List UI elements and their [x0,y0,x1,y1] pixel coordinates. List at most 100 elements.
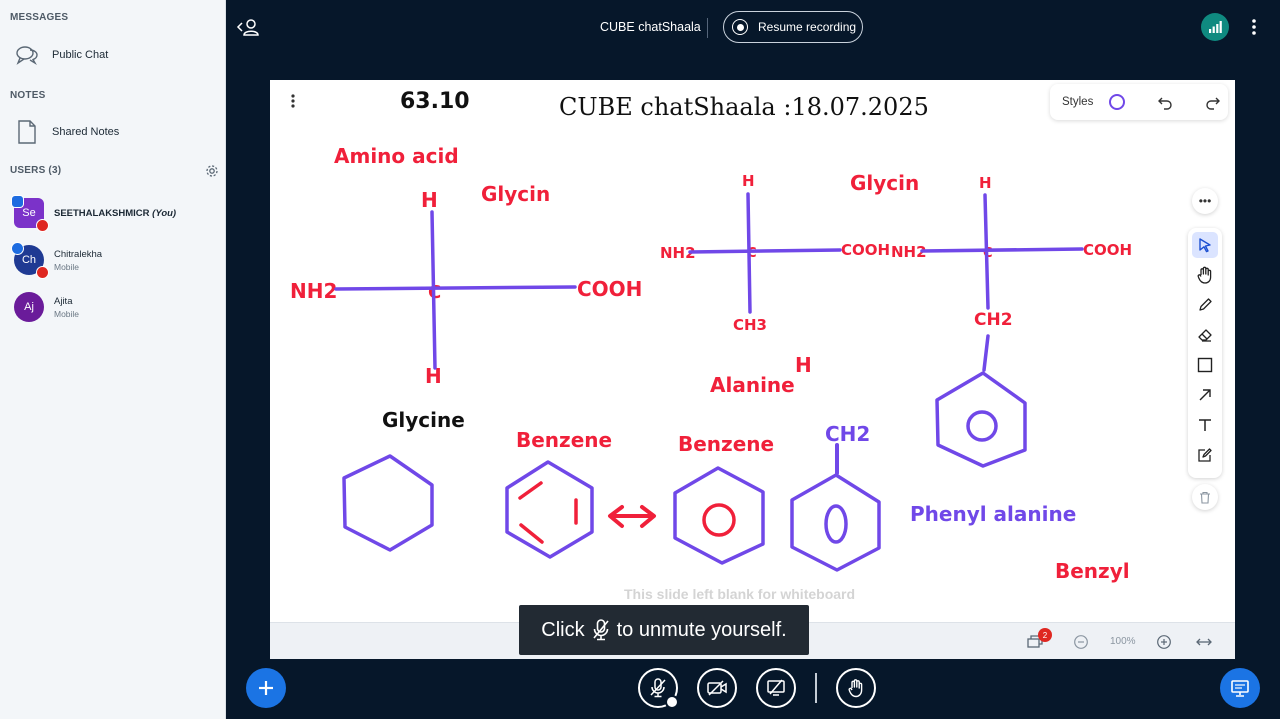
resonance-arrow [608,505,656,528]
select-tool-icon[interactable] [1192,232,1218,258]
aromatic-circle [966,410,998,442]
amino-group-label: NH2 [891,243,927,261]
amino-group-label: NH2 [660,244,696,262]
bond-line [688,248,842,254]
text-tool-icon[interactable] [1192,412,1218,438]
carbon-label: C [747,246,757,261]
hydrogen-label: H [795,353,812,377]
blank-slide-note: This slide left blank for whiteboard [624,586,856,602]
carboxyl-label: COOH [841,241,890,259]
zoom-in-icon[interactable] [1156,634,1172,650]
avatar: Se [11,195,49,232]
top-bar: CUBE chatShaala Resume recording [226,0,1280,56]
bond-line [920,247,1084,253]
undo-icon[interactable] [1156,92,1176,112]
notes-heading: NOTES [10,90,46,101]
hand-tool-icon[interactable] [1192,262,1218,288]
trash-icon[interactable] [1192,484,1218,510]
phenyl-alanine-label: Phenyl alanine [910,502,1076,526]
methyl-label: CH3 [733,316,767,334]
messages-heading: MESSAGES [10,12,69,23]
note-tool-icon[interactable] [1192,442,1218,468]
actions-button[interactable] [246,668,286,708]
user-item-seethalakshmicr[interactable]: Se SEETHALAKSHMICR (You) [11,195,214,232]
user-back-icon[interactable] [236,16,260,38]
eraser-icon[interactable] [1192,322,1218,348]
user-device: Mobile [54,308,80,319]
unmute-toast: Click to unmute yourself. [519,605,809,655]
avatar-initials: Ch [21,254,37,266]
bond-line [982,334,990,372]
vertical-dots-icon[interactable] [1246,14,1262,40]
alanine-label: Alanine [710,373,795,397]
hydrogen-label: H [979,174,992,192]
color-swatch-button[interactable] [1109,94,1125,110]
redo-icon[interactable] [1202,92,1222,112]
unmute-button[interactable] [638,668,679,709]
presentation-icon [1231,680,1249,697]
zoom-out-icon[interactable] [1073,634,1089,650]
presenter-icon [11,195,24,208]
chat-bubbles-icon [14,42,40,68]
document-icon [14,119,40,145]
muted-mic-icon [591,618,611,642]
bond-line [430,210,437,370]
avatar: Ch [11,242,49,279]
methylene-label: CH2 [974,310,1013,330]
record-icon [732,19,748,35]
muted-badge-icon [36,219,49,232]
resume-recording-button[interactable]: Resume recording [723,11,863,43]
user-item-ajita[interactable]: Aj Ajita Mobile [14,290,214,324]
drawing-toolbar [1188,228,1222,478]
meeting-title: CUBE chatShaala [600,20,701,34]
public-chat-item[interactable]: Public Chat [14,40,214,70]
controls-divider [815,673,817,703]
plus-icon [259,681,273,695]
muted-badge-icon [36,266,49,279]
muted-mic-icon [650,678,666,698]
whiteboard[interactable]: 63.10 CUBE chatShaala :18.07.2025 Amino … [270,80,1235,659]
audio-options-icon[interactable] [665,695,679,709]
aromatic-circle [824,504,848,544]
benzene-label: Benzene [678,432,774,456]
avatar: Aj [14,292,44,322]
vertical-dots-icon[interactable] [284,92,302,110]
user-name: SEETHALAKSHMICR (You) [54,207,177,219]
fit-width-icon[interactable] [1195,634,1213,650]
zoom-level: 100% [1110,636,1136,647]
more-tools-button[interactable]: ••• [1192,188,1218,214]
presentation-button[interactable] [1220,668,1260,708]
raise-hand-button[interactable] [836,668,876,708]
join-video-button[interactable] [697,668,737,708]
pencil-icon[interactable] [1192,292,1218,318]
benzene-label: Benzene [516,428,612,452]
shared-notes-item[interactable]: Shared Notes [14,117,214,147]
avatar-initials: Aj [24,301,34,313]
glycin-label: Glycin [481,182,550,206]
screen-share-off-icon [767,679,785,696]
styles-panel: Styles [1050,84,1228,120]
video-off-icon [707,680,727,696]
hydrogen-label: H [425,364,442,388]
benzene-ring [790,473,881,572]
methylene-label: CH2 [825,422,870,446]
arrow-tool-icon[interactable] [1192,382,1218,408]
double-bond [519,523,544,544]
user-item-chitralekha[interactable]: Ch Chitralekha Mobile [11,242,214,279]
benzyl-label: Benzyl [1055,559,1130,583]
rectangle-tool-icon[interactable] [1192,352,1218,378]
share-screen-button[interactable] [756,668,796,708]
connection-status-button[interactable] [1201,13,1229,41]
public-chat-label: Public Chat [52,49,109,61]
layers-count-badge: 2 [1038,628,1052,642]
whiteboard-drawing: 63.10 CUBE chatShaala :18.07.2025 Amino … [290,89,1132,583]
styles-label: Styles [1062,96,1094,108]
title-divider [707,18,708,38]
slide-number: 63.10 [400,89,470,114]
gear-icon[interactable] [205,164,219,178]
carboxyl-label: COOH [577,277,642,301]
shared-notes-label: Shared Notes [52,126,120,138]
sidebar: MESSAGES Public Chat NOTES Shared Notes … [0,0,226,719]
cyclohexane-ring [342,454,434,552]
